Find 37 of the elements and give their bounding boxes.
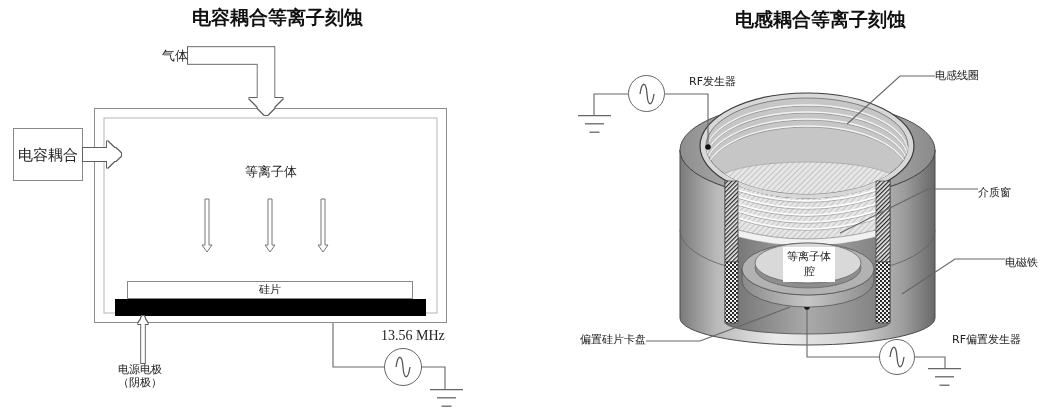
window-label: 介质窗 (978, 186, 1011, 200)
leader-line (901, 258, 1006, 295)
wire (593, 93, 629, 116)
magnet-label: 电磁铁 (1005, 256, 1038, 270)
plasma-label: 等离子体 (245, 163, 297, 181)
frequency-label: 13.56 MHz (381, 328, 445, 345)
ac-source-circle (384, 348, 422, 386)
bias-generator-label: RF偏置发生器 (952, 333, 1021, 347)
chuck-label: 偏置硅片卡盘 (580, 333, 646, 347)
leader-line (846, 75, 936, 125)
gas-label: 气体 (162, 48, 188, 64)
electrode-bar (115, 299, 426, 316)
ac-source-circle (879, 339, 915, 375)
ground-symbol (430, 389, 463, 407)
ground-symbol (578, 115, 611, 133)
leader-line (645, 306, 791, 342)
chamber-wall (94, 108, 447, 323)
coupling-label: 电容耦合 (18, 145, 78, 164)
wire (664, 93, 711, 150)
block-arrow (83, 141, 121, 168)
arrow (138, 316, 148, 363)
ac-source-circle (628, 75, 665, 112)
generator-label: RF发生器 (689, 75, 736, 89)
block-arrow (188, 47, 283, 115)
wafer-slab (127, 281, 413, 299)
ground-symbol (928, 368, 961, 386)
panel-label: 电容耦合等离子刻蚀 (191, 6, 363, 29)
wire (332, 322, 385, 368)
electrode-label: 电源电极（阴极） (117, 363, 163, 390)
coil-label: 电感线圈 (935, 69, 979, 83)
leader-line (839, 188, 979, 234)
wafer-label: 硅片 (259, 283, 281, 297)
wire (421, 366, 446, 390)
coupling-box (13, 128, 83, 181)
wire (914, 356, 946, 369)
panel-label: 电感耦合等离子刻蚀 (734, 8, 906, 31)
chamber-label: 等离子体腔 (786, 250, 832, 279)
